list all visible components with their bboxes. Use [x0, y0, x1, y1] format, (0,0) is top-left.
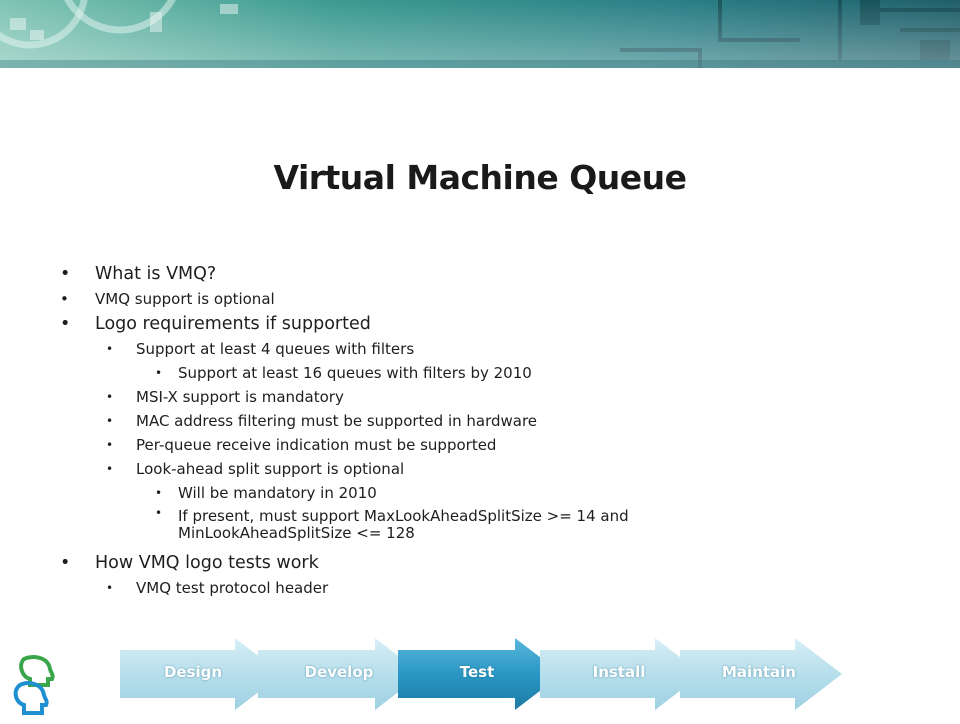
bullet-item: • If present, must support MaxLookAheadS… [0, 505, 738, 551]
bullet-item: • What is VMQ? [0, 262, 960, 287]
bullet-glyph: • [155, 486, 163, 500]
bullet-glyph: • [155, 366, 163, 380]
heads-logo-icon [10, 655, 60, 715]
step-design-label: Design [163, 663, 223, 681]
step-maintain-label: Maintain [722, 663, 796, 681]
arrow-install [540, 638, 702, 710]
bullet-item: • Logo requirements if supported [0, 312, 960, 337]
process-arrows [120, 638, 842, 710]
bullet-glyph: • [106, 581, 114, 595]
bullet-item: • MAC address filtering must be supporte… [0, 409, 960, 433]
bullet-glyph: • [60, 264, 71, 284]
bullet-text: How VMQ logo tests work [95, 553, 319, 573]
bullet-item: • How VMQ logo tests work [0, 551, 960, 576]
bullet-text: Support at least 4 queues with filters [136, 340, 415, 358]
bullet-text: Look-ahead split support is optional [136, 460, 405, 478]
bullet-glyph: • [106, 414, 114, 428]
slide-title: Virtual Machine Queue [273, 158, 687, 197]
bullet-text: MSI-X support is mandatory [136, 388, 344, 406]
bullet-glyph: • [60, 290, 69, 308]
bullet-text: Support at least 16 queues with filters … [178, 364, 532, 382]
bullet-text: If present, must support MaxLookAheadSpl… [178, 507, 629, 542]
arrow-develop [258, 638, 422, 710]
bullet-item: • VMQ support is optional [0, 287, 960, 312]
arrow-design [120, 638, 282, 710]
bullet-item: • Look-ahead split support is optional [0, 457, 960, 481]
arrow-maintain [680, 638, 842, 710]
bullet-glyph: • [106, 462, 114, 476]
bullet-glyph: • [106, 390, 114, 404]
step-install-label: Install [592, 663, 646, 681]
step-develop-label: Develop [304, 663, 374, 681]
header-banner [0, 0, 960, 68]
bullet-glyph: • [106, 342, 114, 356]
bullet-text: Per-queue receive indication must be sup… [136, 436, 497, 454]
bullet-item: • Support at least 16 queues with filter… [0, 361, 960, 385]
bullet-text: MAC address filtering must be supported … [136, 412, 538, 430]
bullet-glyph: • [106, 438, 114, 452]
bullet-item: • VMQ test protocol header [0, 576, 960, 600]
bullet-glyph: • [60, 553, 71, 573]
bullet-text: Will be mandatory in 2010 [178, 484, 377, 502]
bullet-glyph: • [155, 506, 163, 520]
banner-graphic [0, 0, 960, 68]
bullet-item: • MSI-X support is mandatory [0, 385, 960, 409]
step-test-label: Test [459, 663, 495, 681]
bullet-item: • Per-queue receive indication must be s… [0, 433, 960, 457]
bullet-list: • What is VMQ? • VMQ support is optional… [0, 262, 960, 600]
bullet-text: VMQ test protocol header [136, 579, 329, 597]
bullet-glyph: • [60, 314, 71, 334]
bullet-text: What is VMQ? [95, 264, 217, 284]
process-bar [0, 630, 960, 720]
arrow-test [398, 638, 562, 710]
bullet-item: • Will be mandatory in 2010 [0, 481, 960, 505]
bullet-text: Logo requirements if supported [95, 314, 371, 334]
bullet-item: • Support at least 4 queues with filters [0, 337, 960, 361]
bullet-text: VMQ support is optional [95, 290, 275, 308]
